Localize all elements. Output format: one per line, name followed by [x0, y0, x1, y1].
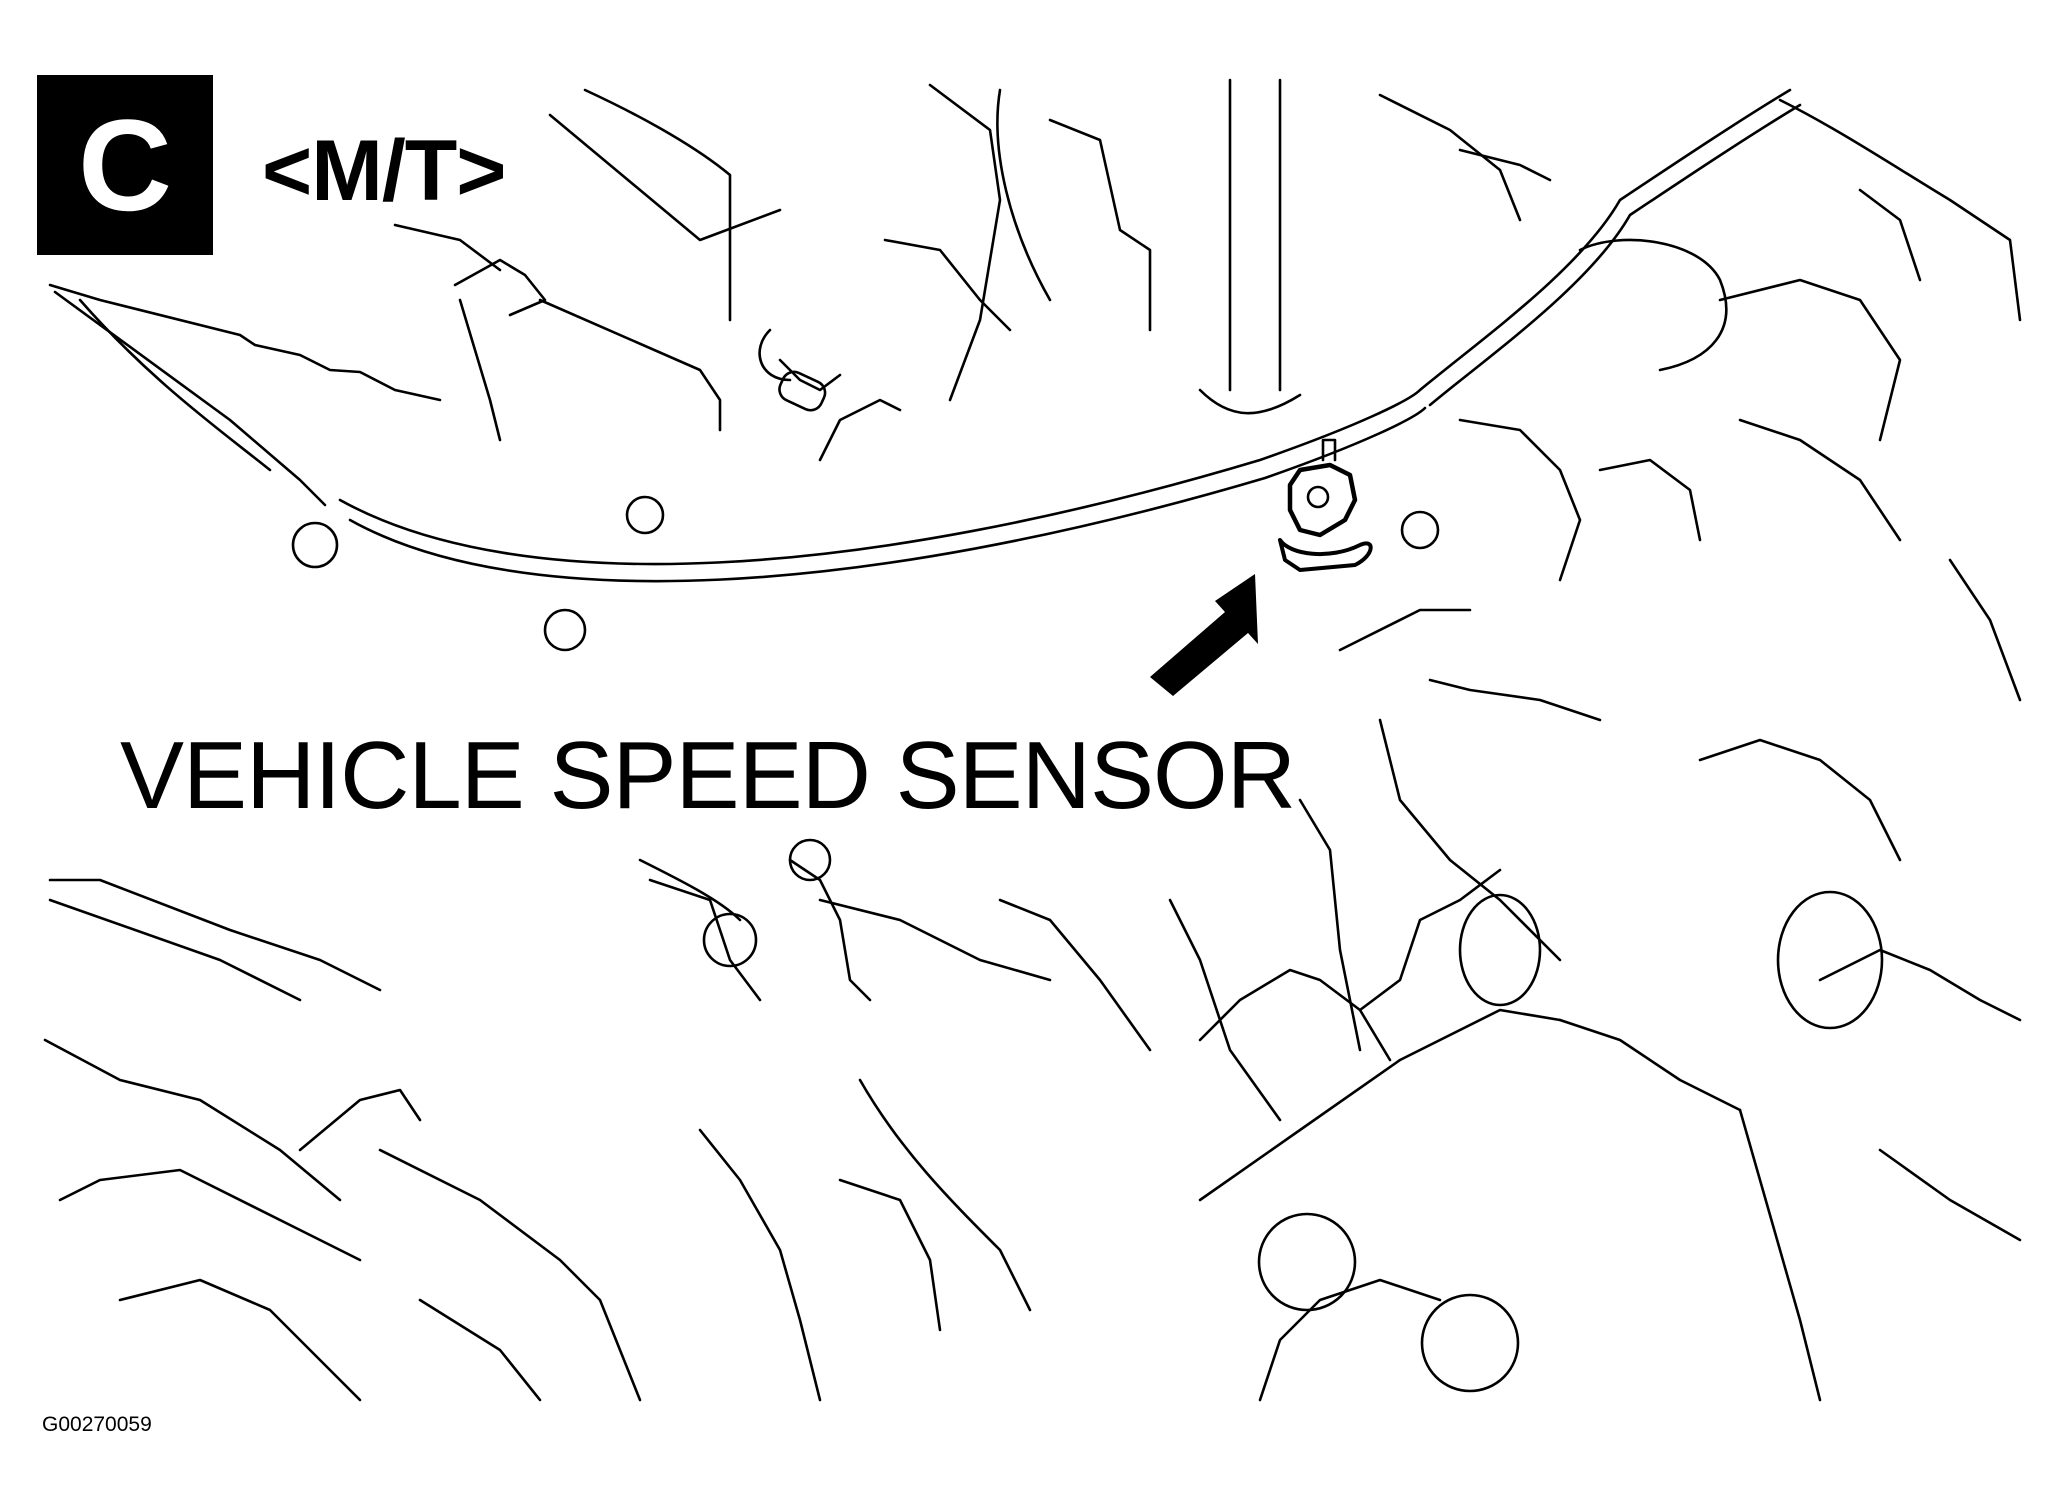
view-letter-badge: C [37, 75, 213, 255]
figure-id: G00270059 [42, 1413, 152, 1436]
engine-components [43, 78, 2022, 1402]
arrow-pointer-icon [1150, 574, 1258, 696]
component-callout-label: VEHICLE SPEED SENSOR [120, 722, 1296, 829]
transmission-type-label: <M/T> [262, 123, 507, 219]
